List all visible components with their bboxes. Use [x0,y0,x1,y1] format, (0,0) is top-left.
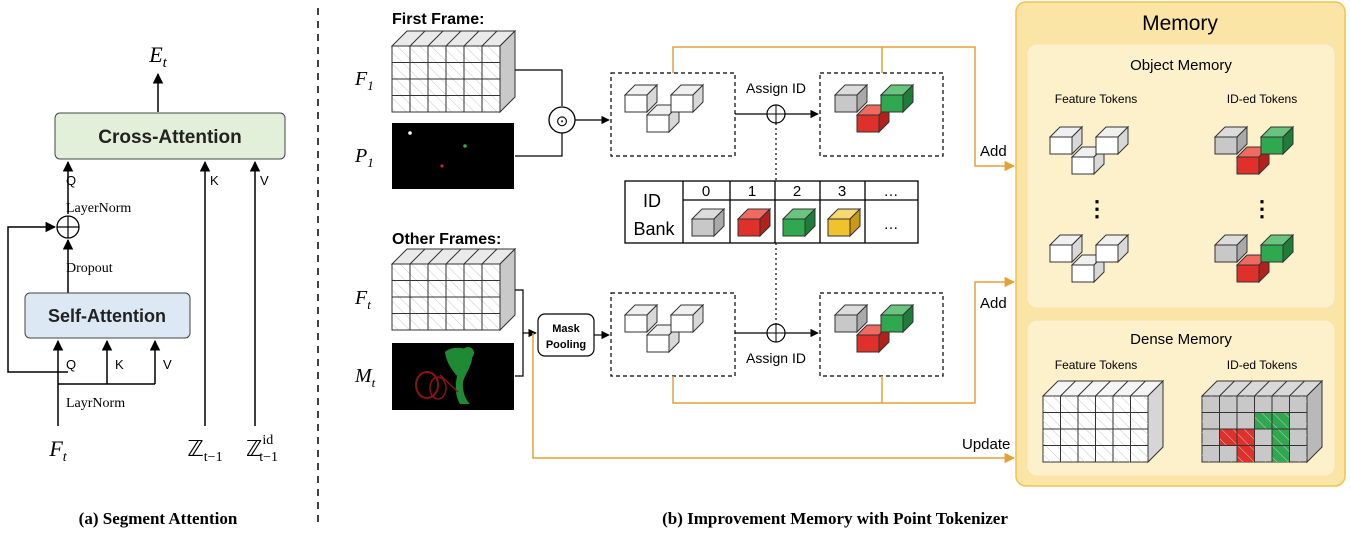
dense-feature-tokens-label: Feature Tokens [1055,358,1138,372]
object-ided-ellipsis: ⋮ [1251,196,1273,221]
add-flow-other [672,276,1016,404]
input-f-t: Ft [48,436,67,465]
id-bank-label-line1: ID [643,191,661,211]
memory-pipeline-panel: First Frame: Other Frames: F1 P1 ⊙ Assig… [354,11,1016,528]
object-feature-tokens-label: Feature Tokens [1055,92,1138,106]
first-frame-ided-token-cubes [833,83,915,134]
other-frame-ided-token-cubes [833,303,915,354]
white-token-cube-2 [1094,125,1130,156]
ft-label: Ft [354,287,371,312]
elementwise-product-symbol: ⊙ [556,113,569,130]
object-ided-tokens-label: ID-ed Tokens [1227,92,1297,106]
prompt-point-green [463,144,467,148]
green-token-cube-2 [1259,233,1295,264]
id-bank-index-0: 0 [702,183,710,200]
q-label-cross: Q [66,173,76,188]
k-label-self: K [115,357,124,372]
output-e-t: Et [148,42,167,71]
dense-ided-grid [1200,379,1324,464]
self-attention-box [24,292,191,339]
gray-token-cube-0 [690,207,726,238]
mt-label: Mt [354,365,376,390]
id-bank-index-more: … [884,183,899,200]
update-label: Update [962,436,1010,453]
id-bank-index-1: 1 [748,183,756,200]
object-memory-title: Object Memory [1130,57,1232,74]
id-bank [624,180,919,244]
first-frame-ided-tokens [819,72,944,157]
dense-ided-tokens-label: ID-ed Tokens [1227,358,1297,372]
prompt-point-red [440,164,444,168]
memory-title: Memory [1142,12,1218,35]
feature-grid-ft [390,247,517,332]
white-token-cube-0 [1048,233,1084,264]
f1-label: F1 [354,68,374,93]
cross-attention-box [54,112,286,160]
mask-pooling-label-1: Mask [552,323,580,335]
white-token-cube-0 [623,83,659,114]
input-z-t-minus-1: ℤt−1 [187,436,222,465]
prompt-point-white [408,131,412,135]
residual-connection [7,221,68,373]
gray-token-cube-0 [1213,125,1249,156]
self-attention-label: Self-Attention [48,306,166,326]
green-token-cube-2 [781,207,817,238]
first-frame-feature-token-cubes [623,83,705,134]
yellow-token-cube-3 [826,207,862,238]
object-feature-cubes-2 [1048,233,1130,284]
green-token-cube-2 [879,303,915,334]
other-frames-label: Other Frames: [392,231,501,248]
assign-id-label-first: Assign ID [746,80,806,96]
cross-attention-label: Cross-Attention [98,127,242,148]
add-flow-first [672,46,1016,172]
update-flow [532,333,1016,464]
white-token-cube-2 [1094,233,1130,264]
add-label-other: Add [980,295,1007,312]
green-token-cube-2 [879,83,915,114]
layernorm-bottom-label: LayrNorm [66,396,125,411]
feature-grid-f1 [390,29,517,114]
layernorm-top-label: LayerNorm [66,201,131,216]
k-label-cross: K [210,173,219,188]
white-token-cube-2 [669,303,705,334]
object-ided-cubes-2 [1213,233,1295,284]
dense-feature-grid [1041,379,1165,464]
v-label-self: V [163,357,172,372]
memory-panel: Memory Object Memory Feature Tokens ID-e… [1015,1,1346,487]
id-bank-embedding-cubes [690,207,862,238]
caption-b: (b) Improvement Memory with Point Tokeni… [662,509,1008,528]
q-label-self: Q [66,357,76,372]
dropout-label: Dropout [66,261,113,276]
first-frame-feature-tokens [610,72,736,157]
id-bank-index-3: 3 [838,183,846,200]
mask-pooling-label-2: Pooling [546,339,586,351]
mask-shapes [415,347,474,404]
gray-token-cube-0 [833,303,869,334]
green-token-cube-2 [1259,125,1295,156]
red-token-cube-1 [736,207,772,238]
other-frame-feature-token-cubes [623,303,705,354]
p1-label: P1 [354,145,374,170]
point-prompt-image-p1 [392,123,514,189]
id-bank-index-2: 2 [793,183,801,200]
first-frame-label: First Frame: [392,11,484,28]
id-bank-label-line2: Bank [633,219,675,239]
object-ided-cubes-1 [1213,125,1295,176]
id-bank-more: … [884,216,899,233]
v-label-cross: V [260,173,269,188]
add-label-first: Add [980,143,1007,160]
gray-token-cube-0 [1213,233,1249,264]
white-token-cube-0 [623,303,659,334]
object-feature-cubes-1 [1048,125,1130,176]
white-token-cube-0 [1048,125,1084,156]
caption-a: (a) Segment Attention [79,509,238,528]
assign-id-label-other: Assign ID [746,350,806,366]
white-token-cube-2 [669,83,705,114]
segment-attention-panel: Et Cross-Attention Q K V LayerNorm Dropo… [7,42,286,528]
dense-memory-title: Dense Memory [1130,331,1232,348]
object-feature-ellipsis: ⋮ [1086,196,1108,221]
gray-token-cube-0 [833,83,869,114]
